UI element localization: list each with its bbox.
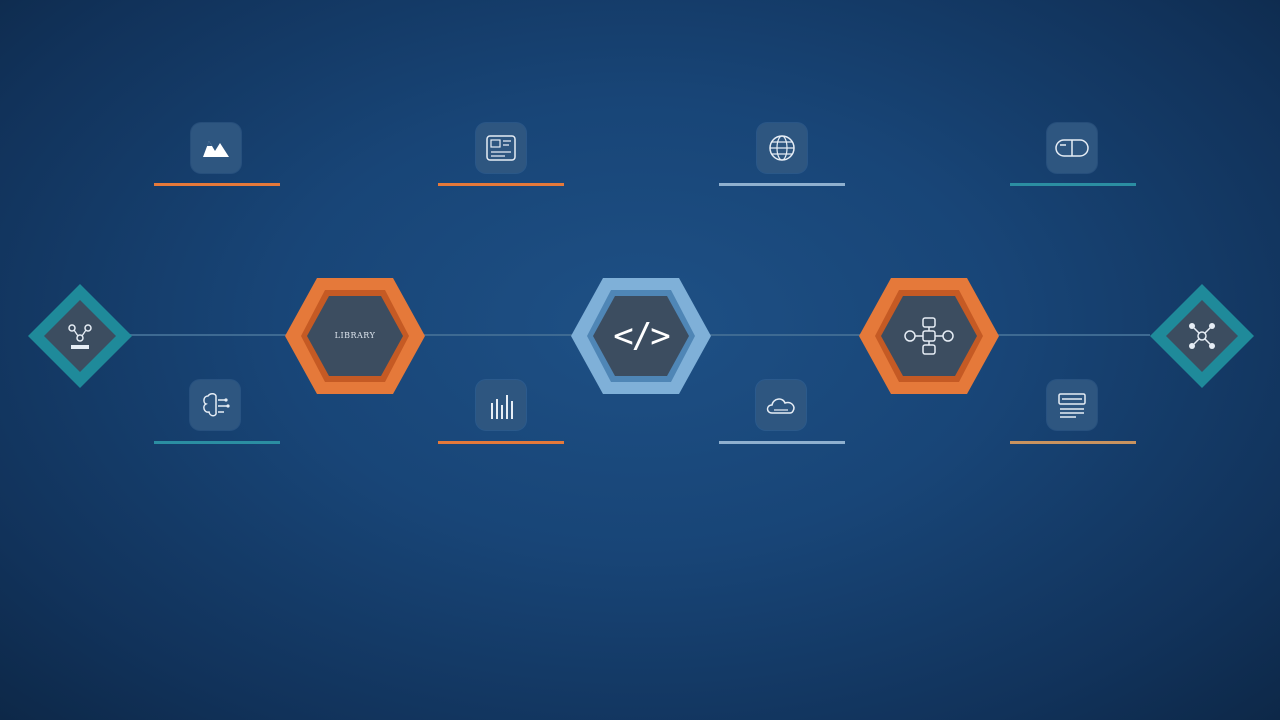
card-accent-rule <box>154 441 280 444</box>
card-accent-rule <box>438 441 564 444</box>
card-body <box>719 195 845 249</box>
timeline-node-2: LIBRARY <box>283 276 427 396</box>
timeline-node-1 <box>26 282 134 390</box>
info-card-bottom-4 <box>1010 441 1136 507</box>
timeline-node-4 <box>857 276 1001 396</box>
hexagon-shape <box>859 278 999 394</box>
card-body <box>438 453 564 507</box>
molecule-icon <box>1189 323 1215 349</box>
dashboard-icon <box>476 123 526 173</box>
brain-icon <box>190 380 240 430</box>
bar-chart-icon <box>476 380 526 430</box>
server-icon <box>1047 380 1097 430</box>
info-card-bottom-3 <box>719 441 845 507</box>
timeline-node-5 <box>1148 282 1256 390</box>
info-card-bottom-2 <box>438 441 564 507</box>
card-accent-rule <box>1010 441 1136 444</box>
flowchart-icon <box>904 317 954 355</box>
globe-icon <box>757 123 807 173</box>
network-icon <box>68 324 92 349</box>
mountain-icon <box>191 123 241 173</box>
card-body <box>154 195 280 249</box>
cloud-icon <box>756 380 806 430</box>
capsule-icon <box>1047 123 1097 173</box>
diamond-shape <box>1150 284 1254 388</box>
card-body <box>154 453 280 507</box>
hexagon-shape <box>571 278 711 394</box>
code-icon: </> <box>613 316 670 356</box>
card-accent-rule <box>154 183 280 186</box>
info-card-top-1 <box>154 183 280 249</box>
card-body <box>719 453 845 507</box>
timeline-node-3: </> <box>569 276 713 396</box>
node-2-text: LIBRARY <box>334 331 376 340</box>
hexagon-shape <box>285 278 425 394</box>
info-card-top-3 <box>719 183 845 249</box>
card-accent-rule <box>719 441 845 444</box>
info-card-top-2 <box>438 183 564 249</box>
card-body <box>438 195 564 249</box>
card-body <box>1010 195 1136 249</box>
info-card-top-4 <box>1010 183 1136 249</box>
info-card-bottom-1 <box>154 441 280 507</box>
card-accent-rule <box>719 183 845 186</box>
card-accent-rule <box>438 183 564 186</box>
card-body <box>1010 453 1136 507</box>
diamond-shape <box>28 284 132 388</box>
card-accent-rule <box>1010 183 1136 186</box>
